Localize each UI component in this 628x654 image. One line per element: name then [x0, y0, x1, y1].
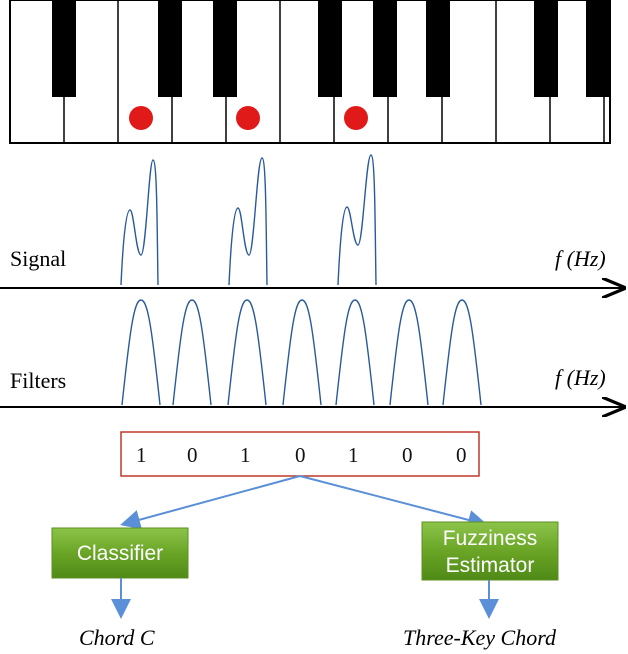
- signal-peak: [228, 157, 268, 286]
- binary-bit: 1: [136, 443, 147, 467]
- piano-keyboard: [9, 0, 611, 144]
- arrow-to-fuzziness-estimator: [299, 475, 488, 530]
- signal-label: Signal: [10, 246, 66, 271]
- signal-peaks: [120, 154, 377, 286]
- filter-curve: [121, 299, 161, 406]
- signal-axis-label: f (Hz): [555, 246, 606, 271]
- classifier-label: Classifier: [77, 542, 163, 565]
- filter-curves: [121, 299, 482, 406]
- keyboard-frame: [9, 0, 611, 144]
- filter-curve: [442, 299, 482, 406]
- signal-peak: [120, 159, 159, 286]
- binary-bit: 0: [295, 443, 306, 467]
- pressed-key-markers: [129, 106, 368, 130]
- binary-bit: 0: [187, 443, 198, 467]
- fuzziness-estimator-branch: Fuzziness Estimator Three-Key Chord: [403, 521, 559, 650]
- signal-spectrum: Signal f (Hz): [0, 154, 624, 288]
- arrow-to-classifier: [120, 475, 301, 530]
- filters-axis-label: f (Hz): [555, 365, 606, 390]
- pressed-key-dot: [344, 106, 368, 130]
- fuzziness-estimator-output: Three-Key Chord: [403, 625, 557, 650]
- filters-label: Filters: [10, 368, 66, 393]
- filter-curve: [227, 299, 267, 406]
- binary-code: 1 0 1 0 1 0 0: [120, 431, 480, 477]
- pressed-key-dot: [236, 106, 260, 130]
- branch-arrows: [120, 475, 488, 530]
- classifier-branch: Classifier Chord C: [51, 527, 189, 650]
- fuzziness-estimator-label-line2: Estimator: [446, 554, 535, 577]
- fuzziness-estimator-box: [421, 521, 559, 581]
- binary-bit: 0: [402, 443, 413, 467]
- filter-bank: Filters f (Hz): [0, 299, 624, 407]
- fuzziness-estimator-label-line1: Fuzziness: [443, 527, 538, 550]
- binary-code-box: [120, 431, 480, 477]
- pressed-key-dot: [129, 106, 153, 130]
- black-keys: [52, 0, 610, 97]
- binary-bit: 1: [240, 443, 251, 467]
- signal-peak: [337, 154, 377, 286]
- filter-curve: [335, 299, 375, 406]
- filter-curve: [282, 299, 322, 406]
- filter-curve: [172, 299, 212, 406]
- classifier-output: Chord C: [79, 625, 155, 650]
- binary-bit: 1: [348, 443, 359, 467]
- binary-bit: 0: [456, 443, 467, 467]
- filter-curve: [389, 299, 429, 406]
